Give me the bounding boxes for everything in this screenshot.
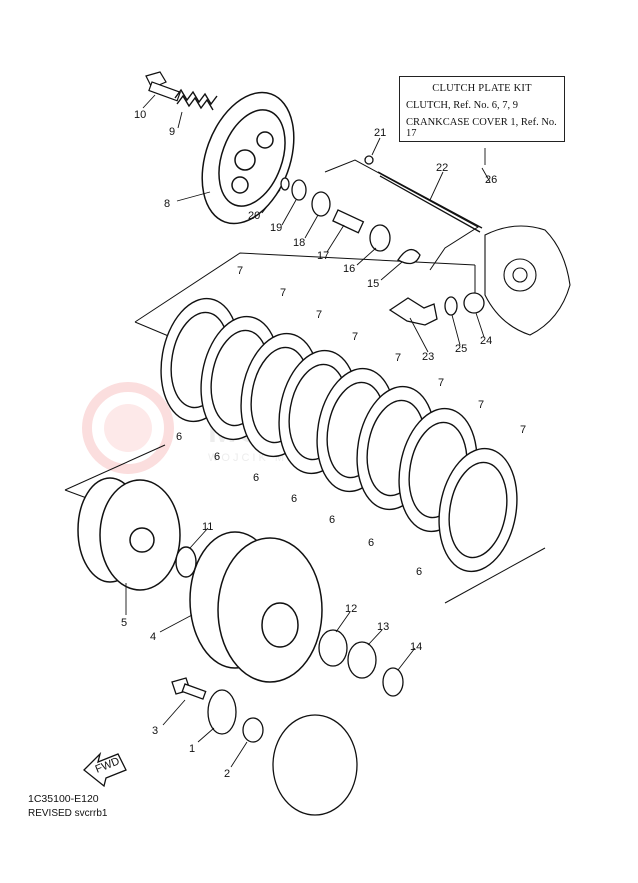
callout-11: 11 xyxy=(202,521,213,533)
callout-10: 10 xyxy=(134,109,146,121)
kit-line-1: CLUTCH, Ref. No. 6, 7, 9 xyxy=(406,100,518,111)
watermark-logo xyxy=(82,382,174,474)
shaft-bracket xyxy=(324,159,479,271)
clutch-plate-kit-box: CLUTCH PLATE KIT CLUTCH, Ref. No. 6, 7, … xyxy=(399,76,565,142)
diagram-code: 1C35100-E120 xyxy=(28,793,99,805)
callout-22: 22 xyxy=(436,162,448,174)
callout-6: 6 xyxy=(253,472,259,484)
callout-7: 7 xyxy=(280,287,286,299)
callout-7: 7 xyxy=(438,377,444,389)
part-1-gear xyxy=(207,689,237,735)
kit-line-2: CRANKCASE COVER 1, Ref. No. 17 xyxy=(406,117,557,139)
callout-15: 15 xyxy=(367,278,379,290)
lever-parts xyxy=(388,292,485,326)
crankcase-fragment xyxy=(484,225,571,336)
callout-1: 1 xyxy=(189,743,195,755)
clutch-plates xyxy=(160,297,518,573)
callout-7: 7 xyxy=(316,309,322,321)
bearing-parts xyxy=(318,629,404,697)
callout-13: 13 xyxy=(377,621,389,633)
revised-label: REVISED svcrrb1 xyxy=(28,808,108,819)
part-13-needle-bearing xyxy=(347,641,377,679)
callout-4: 4 xyxy=(150,631,156,643)
part-24-bush xyxy=(463,292,485,314)
lower-parts xyxy=(171,677,358,816)
part-23-lever xyxy=(388,297,438,326)
callout-7: 7 xyxy=(478,399,484,411)
callout-14: 14 xyxy=(410,641,422,653)
part-25-seal xyxy=(444,296,458,316)
callout-18: 18 xyxy=(293,237,305,249)
callout-24: 24 xyxy=(480,335,492,347)
callout-17: 17 xyxy=(317,250,329,262)
part-8-pressure-plate xyxy=(201,91,295,225)
part-3-bolt-shank xyxy=(181,683,207,700)
callout-21: 21 xyxy=(374,127,386,139)
part-20-circlip xyxy=(280,177,290,191)
part-22-push-rod xyxy=(377,171,483,233)
callout-16: 16 xyxy=(343,263,355,275)
primary-drive-gear xyxy=(272,714,358,816)
part-21-ball xyxy=(364,155,374,165)
part-15-plate xyxy=(397,248,421,265)
callout-23: 23 xyxy=(422,351,434,363)
part-4-clutch-housing xyxy=(189,531,323,683)
callout-8: 8 xyxy=(164,198,170,210)
callout-7: 7 xyxy=(237,265,243,277)
kit-title: CLUTCH PLATE KIT xyxy=(432,83,532,94)
callout-19: 19 xyxy=(270,222,282,234)
plate-stack-bracket xyxy=(64,252,546,604)
part-11-washer xyxy=(175,546,197,578)
callout-7: 7 xyxy=(352,331,358,343)
part-18-bearing xyxy=(311,191,331,217)
callout-6: 6 xyxy=(214,451,220,463)
callout-7: 7 xyxy=(395,352,401,364)
part-16-ball-bearing xyxy=(369,224,391,252)
watermark-logo-center xyxy=(104,404,152,452)
fwd-arrow xyxy=(83,751,127,788)
callout-6: 6 xyxy=(368,537,374,549)
part-9-spring xyxy=(174,88,218,111)
small-parts-row xyxy=(280,155,421,265)
callout-20: 20 xyxy=(248,210,260,222)
callout-6: 6 xyxy=(291,493,297,505)
callout-25: 25 xyxy=(455,343,467,355)
part-5-clutch-boss xyxy=(77,477,181,591)
part-12-spacer xyxy=(318,629,348,667)
callout-7: 7 xyxy=(520,424,526,436)
callout-6: 6 xyxy=(329,514,335,526)
callout-6: 6 xyxy=(416,566,422,578)
part-2-collar xyxy=(242,717,264,743)
callout-26: 26 xyxy=(485,174,497,186)
callout-3: 3 xyxy=(152,725,158,737)
part-14-washer xyxy=(382,667,404,697)
part-10-bolt xyxy=(145,71,181,102)
part-19-washer xyxy=(291,179,307,201)
callout-2: 2 xyxy=(224,768,230,780)
callout-12: 12 xyxy=(345,603,357,615)
part-17-rod xyxy=(332,209,365,234)
leader-lines xyxy=(125,94,491,768)
callout-9: 9 xyxy=(169,126,175,138)
callout-5: 5 xyxy=(121,617,127,629)
callout-numbers: 10 9 8 20 19 18 17 16 15 21 22 26 23 25 … xyxy=(121,109,526,780)
callout-6: 6 xyxy=(176,431,182,443)
